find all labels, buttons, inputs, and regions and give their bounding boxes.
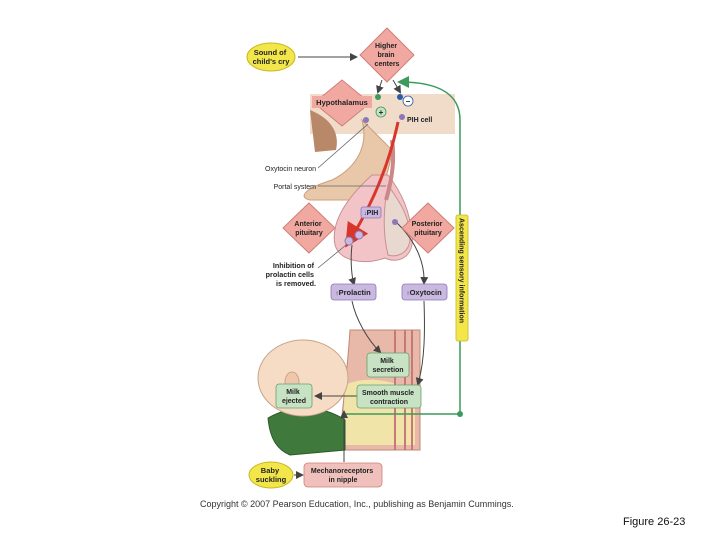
oxytocin-label: ↑Oxytocin — [406, 288, 442, 297]
receptor-dot — [457, 411, 463, 417]
pih-cell-body — [399, 114, 405, 120]
pih-down-label: ↓PIH — [364, 210, 379, 217]
oxytocin-neuron-pointer — [317, 123, 369, 169]
smooth-muscle-box — [356, 384, 422, 409]
hypothalamus-label: Hypothalamus — [316, 98, 368, 107]
ascending-pathway-line — [345, 76, 461, 415]
oxytocin-box — [401, 283, 448, 301]
baby-suckling-label: Baby suckling — [256, 466, 287, 484]
sound-of-cry-label: Sound of child's cry — [253, 48, 291, 66]
pih-cell-label: PIH cell — [407, 117, 432, 124]
anterior-pituitary-label: Anterior pituitary — [294, 221, 323, 237]
posterior-cell — [392, 219, 398, 225]
up-arrow-icon: ↑ — [406, 290, 409, 297]
down-arrow-icon: ↓ — [364, 211, 367, 217]
plus-symbol: + — [379, 108, 384, 117]
arrow-to-oxytocin — [395, 221, 429, 285]
up-arrow-icon: ↑ — [335, 290, 338, 297]
portal-system-label: Portal system — [274, 184, 317, 191]
plus-node — [375, 94, 381, 100]
pih-down-box — [360, 206, 382, 219]
anterior-cell-2 — [354, 230, 364, 240]
plus-symbol-bg — [375, 106, 387, 118]
arrow-to-prolactin — [348, 244, 356, 286]
anterior-cell-1 — [344, 236, 354, 246]
minus-symbol: − — [406, 97, 411, 106]
baby-suckling-box — [248, 461, 294, 489]
minus-node — [397, 94, 403, 100]
copyright-notice: Copyright © 2007 Pearson Education, Inc.… — [200, 499, 514, 509]
mechanoreceptors-label: Mechanoreceptors in nipple — [311, 468, 375, 484]
arrow-brain-to-pih — [392, 79, 402, 94]
higher-brain-diamond — [359, 27, 415, 83]
mechanoreceptors-box — [303, 462, 383, 488]
arrow-brain-to-hypothalamus — [376, 79, 384, 94]
hypothalamus-label-bg — [312, 96, 372, 108]
figure-label: Figure 26-23 — [623, 516, 686, 528]
pih-red-arrow — [345, 121, 400, 248]
smooth-muscle-label: Smooth muscle contraction — [362, 390, 416, 406]
inhibition-pointer — [317, 244, 347, 269]
prolactin-box — [330, 283, 377, 301]
anterior-pituitary-diamond — [282, 202, 336, 254]
inhibition-label: Inhibition of prolactin cells is removed… — [266, 261, 316, 288]
oxytocin-neuron-label: Oxytocin neuron — [265, 166, 316, 173]
brain-dark-fold — [310, 110, 337, 152]
milk-ejected-label: Milk ejected — [282, 389, 306, 405]
minus-symbol-bg — [402, 95, 414, 107]
milk-secretion-box — [366, 352, 410, 378]
oxytocin-neuron-cell — [363, 117, 369, 123]
ascending-label: Ascending sensory information — [458, 218, 465, 323]
ascending-box — [455, 214, 469, 342]
sound-of-cry-box — [246, 42, 296, 72]
posterior-pituitary-label: Posterior pituitary — [412, 221, 445, 237]
posterior-pituitary-diamond — [401, 202, 455, 254]
milk-secretion-label: Milk secretion — [372, 358, 403, 374]
prolactin-label: ↑Prolactin — [335, 288, 371, 297]
arrow-prolactin-to-milk — [351, 300, 382, 354]
milk-ejected-box — [275, 383, 313, 409]
higher-brain-label: Higher brain centers — [375, 43, 400, 68]
arrow-oxytocin-to-muscle — [415, 300, 425, 386]
